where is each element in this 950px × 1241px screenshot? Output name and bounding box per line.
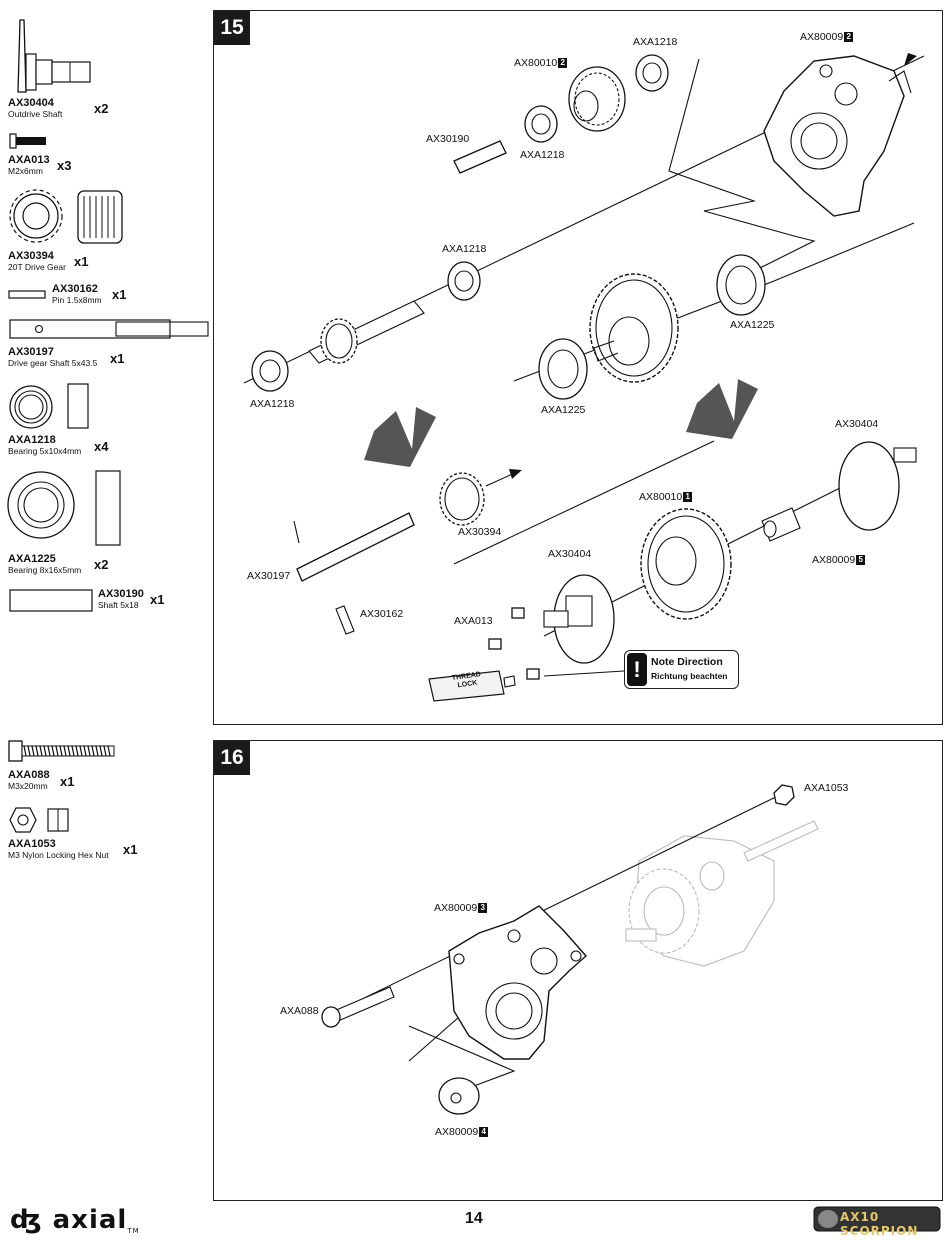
shaft-5x18-icon [9,589,93,612]
step-number: 16 [214,741,250,775]
step-15-exploded-diagram [243,53,925,702]
part-axa013: AXA013 M2x6mm [8,154,50,176]
part-desc: Outdrive Shaft [8,109,63,119]
note-subtitle: Richtung beachten [651,671,728,681]
step-16-panel: 16 [213,740,943,1201]
part-desc: Pin 1.5x8mm [52,295,102,305]
part-desc: 20T Drive Gear [8,262,66,272]
callout-ax30404: AX30404 [835,418,879,430]
note-title: Note Direction [651,656,723,668]
part-qty: x1 [74,254,89,269]
part-axa088: AXA088 M3x20mm [8,769,50,791]
page-number: 14 [465,1210,483,1227]
callout-axa1225: AXA1225 [730,319,775,331]
logo-mark: ʤ [10,1205,53,1235]
part-qty: x1 [112,287,127,302]
hex-nut-icon [9,807,69,833]
callout-axa1053: AXA1053 [804,782,849,794]
part-ax30162: AX30162 Pin 1.5x8mm [52,283,102,305]
callout-axa088: AXA088 [280,1005,319,1017]
part-qty: x1 [123,842,138,857]
pin-icon [8,290,46,299]
part-qty: x1 [60,774,75,789]
part-desc: Drive gear Shaft 5x43.5 [8,358,98,368]
axial-logo: ʤ axialTM [10,1205,140,1235]
part-code: AX30190 [98,588,144,600]
screw-icon [9,133,46,149]
shaft-icon [9,319,209,339]
outdrive-shaft-icon [17,19,91,93]
part-ax30197: AX30197 Drive gear Shaft 5x43.5 [8,346,97,368]
part-desc: M2x6mm [8,166,43,176]
callout-ax30190: AX30190 [426,133,470,145]
warning-icon: ! [627,653,647,686]
callout-axa1218: AXA1218 [520,149,565,161]
callout-axa1218: AXA1218 [442,243,487,255]
part-axa1053: AXA1053 M3 Nylon Locking Hex Nut [8,838,109,860]
callout-ax30197: AX30197 [247,570,291,582]
part-qty: x3 [57,158,72,173]
callout-axa013: AXA013 [454,615,493,627]
part-desc: Bearing 8x16x5mm [8,565,82,575]
note-direction: ! Note Direction Richtung beachten [624,650,739,689]
bolt-icon [8,740,115,762]
step-number: 15 [214,11,250,45]
part-ax30404: AX30404 Outdrive Shaft [8,97,62,119]
part-ax30190: AX30190 Shaft 5x18 [98,588,144,610]
part-desc: Bearing 5x10x4mm [8,446,82,456]
bearing-large-icon [7,470,121,546]
callout-ax30394: AX30394 [458,526,502,538]
gear-icon [9,189,123,244]
part-desc: M3x20mm [8,781,48,791]
part-qty: x2 [94,101,109,116]
part-ax30394: AX30394 20T Drive Gear [8,250,66,272]
part-code: AX30394 [8,250,54,262]
part-qty: x4 [94,439,109,454]
part-code: AX30404 [8,97,54,109]
part-axa1218: AXA1218 Bearing 5x10x4mm [8,434,81,456]
part-desc: M3 Nylon Locking Hex Nut [8,850,109,860]
callout-axa1218: AXA1218 [250,398,295,410]
part-code: AX30197 [8,346,54,358]
part-qty: x1 [110,351,125,366]
part-axa1225: AXA1225 Bearing 8x16x5mm [8,553,81,575]
part-code: AXA1218 [8,434,56,446]
part-qty: x1 [150,592,165,607]
part-code: AXA088 [8,769,50,781]
part-qty: x2 [94,557,109,572]
callout-ax30404: AX30404 [548,548,592,560]
part-code: AXA013 [8,154,50,166]
part-desc: Shaft 5x18 [98,600,139,610]
part-code: AXA1225 [8,553,56,565]
step-15-panel: 15 [213,10,943,725]
callout-axa1225: AXA1225 [541,404,586,416]
bearing-small-icon [9,383,89,429]
callout-ax30162: AX30162 [360,608,404,620]
step-16-exploded-diagram [321,784,819,1115]
callout-axa1218: AXA1218 [633,36,678,48]
part-code: AX30162 [52,283,98,295]
scorpion-brand-logo: AX10 SCORPION [812,1205,942,1238]
part-code: AXA1053 [8,838,56,850]
